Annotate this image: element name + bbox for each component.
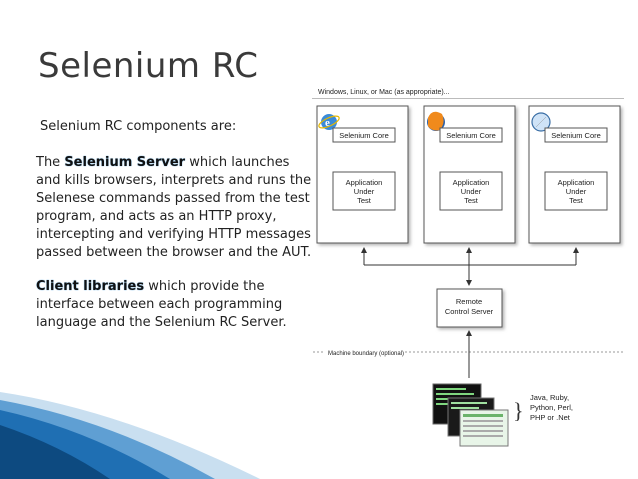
remote-control-server: Remote Control Server xyxy=(436,288,503,328)
machine-1-app-line-1: Application xyxy=(346,178,383,187)
brace-icon: } xyxy=(513,398,524,423)
os-outline xyxy=(312,98,624,99)
machine-2-app-line-1: Application xyxy=(453,178,490,187)
machine-1-core-box xyxy=(332,127,396,143)
machine-3-core-label: Selenium Core xyxy=(551,131,601,140)
machine-2-app-line-3: Test xyxy=(464,196,479,205)
firefox-icon xyxy=(427,111,445,131)
server-highlight: Selenium Server xyxy=(64,155,186,170)
languages-line-1: Java, Ruby, xyxy=(530,393,569,402)
server-line-1: Remote xyxy=(456,297,482,306)
os-label: Windows, Linux, or Mac (as appropriate).… xyxy=(318,89,450,96)
server-prefix: The xyxy=(36,155,65,170)
client-paragraph: Client libraries which provide the inter… xyxy=(36,278,315,332)
client-highlight: Client libraries xyxy=(36,279,145,294)
slide-title: Selenium RC xyxy=(38,46,259,86)
text-column: Selenium RC components are: The Selenium… xyxy=(36,118,315,348)
client-terminals xyxy=(432,383,509,447)
machine-3-core-box xyxy=(544,127,608,143)
ie-icon: e xyxy=(318,114,340,130)
machine-2: Selenium Core Application Under Test xyxy=(423,105,516,244)
languages-line-3: PHP or .Net xyxy=(530,413,571,422)
server-paragraph: The Selenium Server which launches and k… xyxy=(36,154,315,262)
machine-3-app-line-2: Under xyxy=(566,187,587,196)
machine-2-app-line-2: Under xyxy=(461,187,482,196)
machine-1: e Selenium Core Application Under Test xyxy=(316,105,409,244)
boundary-label: Machine boundary (optional) xyxy=(328,351,404,357)
machine-1-app-box xyxy=(332,171,396,211)
safari-icon xyxy=(531,112,551,132)
machine-2-core-label: Selenium Core xyxy=(446,131,496,140)
machine-3-app-line-3: Test xyxy=(569,196,584,205)
server-box xyxy=(436,288,503,328)
svg-text:e: e xyxy=(325,117,330,129)
client-text: which provide the interface between each… xyxy=(36,279,287,330)
boundary-label-bg xyxy=(325,347,405,357)
machine-1-core-label: Selenium Core xyxy=(339,131,389,140)
machine-2-core-box xyxy=(439,127,503,143)
machine-3-app-box xyxy=(544,171,608,211)
intro-text: Selenium RC components are: xyxy=(40,119,237,134)
machine-1-app-line-2: Under xyxy=(354,187,375,196)
connector-lines xyxy=(361,247,579,286)
machine-2-app-box xyxy=(439,171,503,211)
server-text: which launches and kills browsers, inter… xyxy=(36,155,312,260)
server-line-2: Control Server xyxy=(445,307,494,316)
machine-3-app-line-1: Application xyxy=(558,178,595,187)
machine-3: Selenium Core Application Under Test xyxy=(528,105,621,244)
machine-1-app-line-3: Test xyxy=(357,196,372,205)
languages-line-2: Python, Perl, xyxy=(530,403,573,412)
